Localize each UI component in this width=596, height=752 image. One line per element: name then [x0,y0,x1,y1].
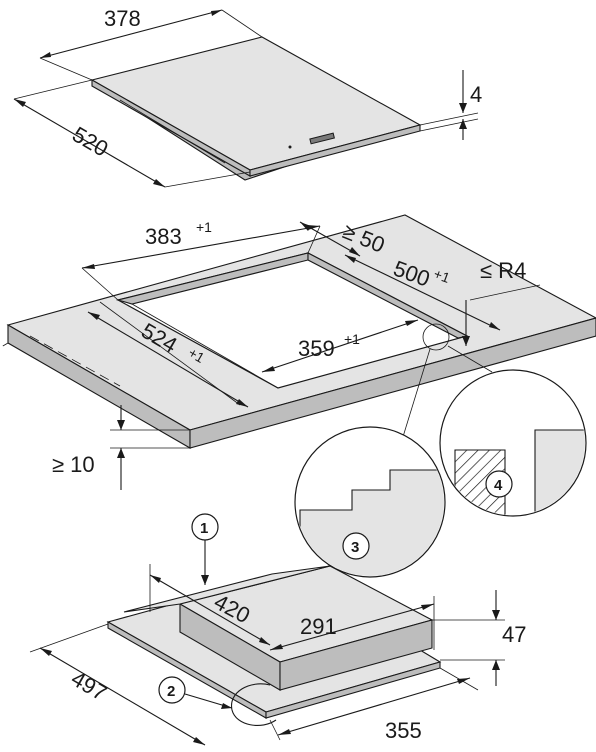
power-cable [231,683,277,726]
inner-width-tolerance: +1 [344,331,360,347]
rear-offset-tolerance: +1 [432,265,453,286]
worktop-drawing [0,214,596,449]
unit-height-label: 47 [502,622,526,647]
corner-radius-label: ≤ R4 [480,258,526,283]
hob-drawing [90,36,422,181]
unit-dimensions: 1 420 291 47 497 2 [29,513,526,746]
detail-marker-circle [422,323,450,351]
hob-width-label: 378 [104,6,141,31]
worktop-min-thickness-label: ≥ 10 [52,452,95,477]
callout-1: 1 [200,520,208,537]
unit-base-width-label: 355 [385,718,422,743]
callout-3: 3 [351,539,359,556]
hob-depth-label: 520 [68,122,112,162]
unit-top-width-label: 291 [300,614,337,639]
unit-drawing [106,565,442,726]
hob-thickness-label: 4 [470,82,482,107]
cutout-width-tolerance: +1 [196,219,212,235]
control-panel-icon [309,132,335,145]
callout-4: 4 [494,477,503,494]
cutout-width-label: 383 [145,224,182,249]
inner-width-label: 359 [298,336,335,361]
callout-2: 2 [167,683,175,700]
cutout-depth-tolerance: +1 [186,344,208,366]
unit-base-depth-label: 497 [67,666,111,706]
